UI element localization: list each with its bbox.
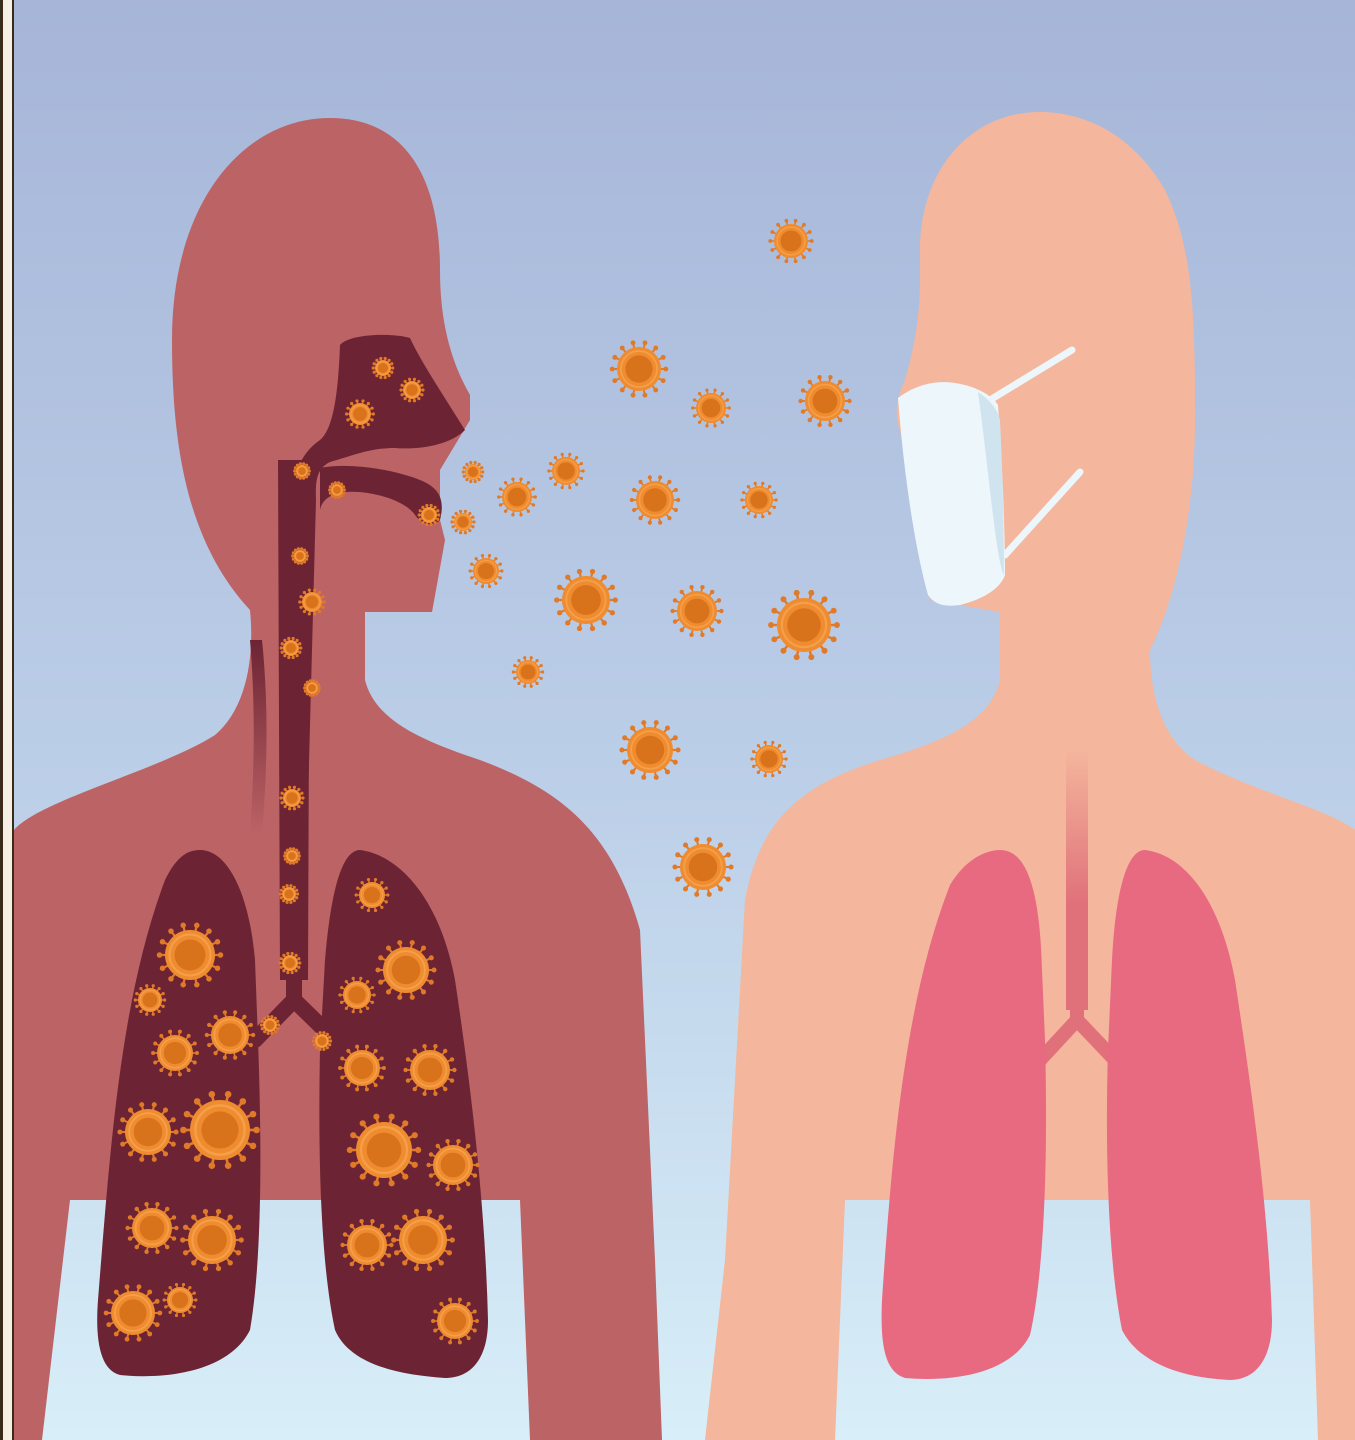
healthy-trachea (1066, 750, 1088, 1010)
left-frame-inner (3, 0, 12, 1440)
